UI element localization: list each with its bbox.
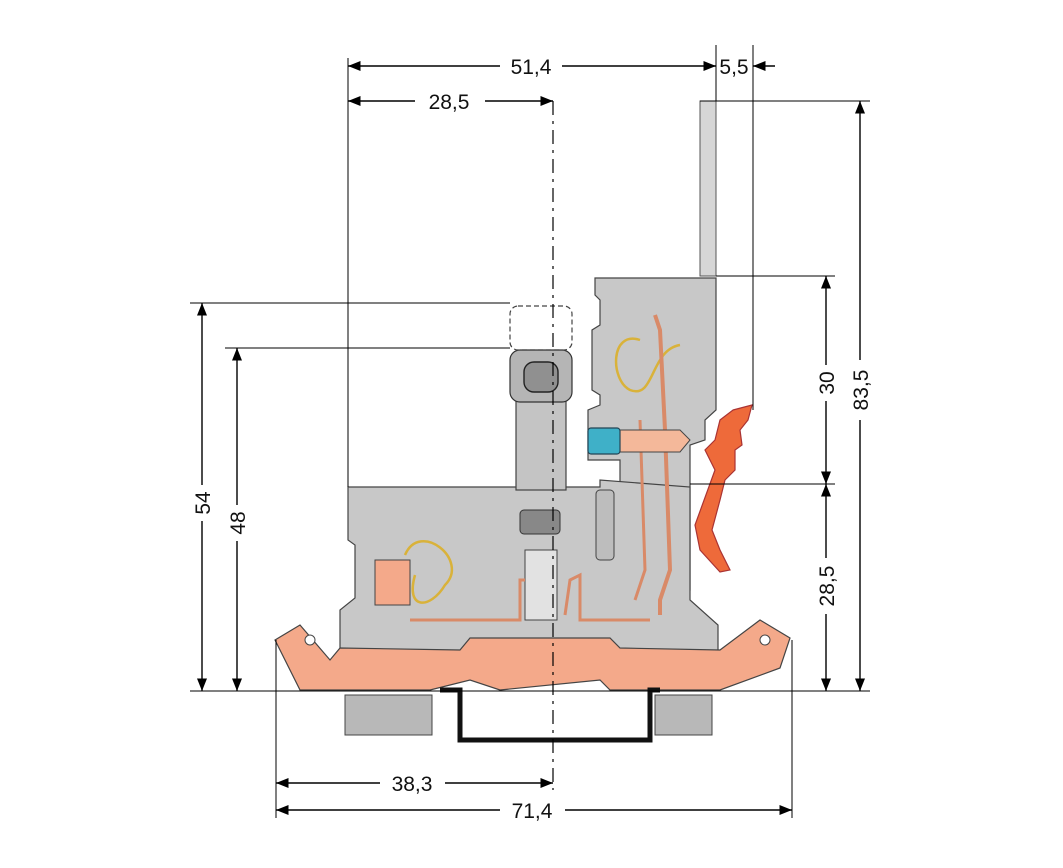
upper-contact-2 [633,419,647,601]
extension-lines [190,45,870,818]
dim-83-5: 83,5 [850,370,873,411]
post-head-hole [523,361,559,393]
dim-48: 48 [227,511,250,534]
foot [274,619,791,691]
dim-54: 54 [192,491,215,515]
left-contact [410,578,525,622]
upper-strip [699,100,717,277]
dim-51-4: 51,4 [511,56,552,79]
center-slot [519,509,561,535]
left-spring-wire [403,540,454,604]
dim-28-5-right: 28,5 [816,566,839,607]
marker-carrier [587,427,621,455]
foot-hole-left [304,634,316,646]
plug-pin [614,429,691,453]
dim-71-4: 71,4 [512,800,553,823]
left-clip [344,694,433,736]
post-head-dashed [509,305,573,351]
release-lever [694,404,753,573]
foot-hole-right [759,634,771,646]
dim-5-5: 5,5 [719,56,748,79]
din-rail [440,687,660,743]
left-clamp [374,559,411,606]
center-channel [524,549,558,621]
upper-contact [653,314,673,615]
dim-30: 30 [816,371,839,394]
dim-28-5-top: 28,5 [429,91,470,114]
center-post [515,399,567,491]
right-contact [563,572,650,622]
terminal-slot [595,489,615,561]
right-clip [654,694,713,736]
dim-38-3: 38,3 [392,773,433,796]
